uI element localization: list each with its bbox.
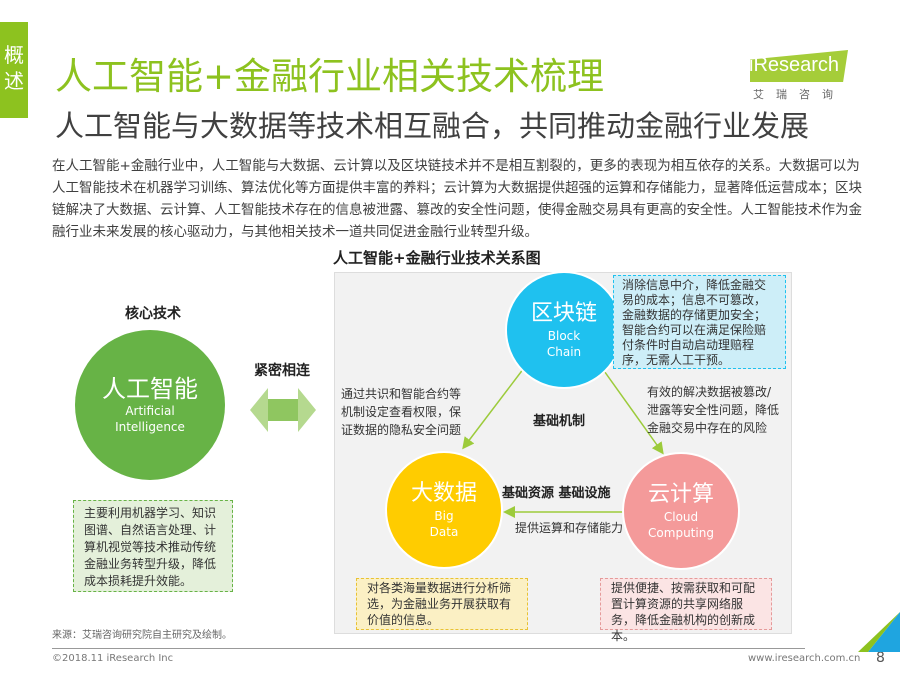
blockchain-cn: 区块链 bbox=[530, 301, 597, 326]
corner-decoration bbox=[858, 612, 900, 652]
bigdata-desc-box: 对各类海量数据进行分析筛选，为金融业务开展获取有价值的信息。 bbox=[356, 578, 528, 630]
cloud-en2: Computing bbox=[648, 526, 714, 540]
iresearch-logo: iResearch 艾瑞咨询 bbox=[745, 48, 850, 101]
intro-paragraph: 在人工智能+金融行业中，人工智能与大数据、云计算以及区块链技术并不是相互割裂的，… bbox=[52, 158, 862, 240]
section-tab: 概述 bbox=[0, 22, 28, 118]
bottom-label: 基础资源 基础设施 bbox=[502, 486, 611, 501]
logo-brand: iResearch bbox=[749, 54, 840, 76]
right-note: 有效的解决数据被篡改/泄露等安全性问题，降低金融交易中存在的风险 bbox=[647, 385, 780, 435]
logo-cn: 艾瑞咨询 bbox=[753, 88, 845, 101]
ai-en1: Artificial bbox=[125, 404, 175, 418]
page-title: 人工智能+金融行业相关技术梳理 bbox=[55, 55, 605, 98]
ai-circle: 人工智能 Artificial Intelligence bbox=[75, 330, 225, 480]
cloud-cn: 云计算 bbox=[647, 482, 714, 507]
double-arrow-icon bbox=[250, 388, 316, 432]
cloud-circle: 云计算 Cloud Computing bbox=[622, 452, 740, 570]
left-note: 通过共识和智能合约等机制设定查看权限，保证数据的隐私安全问题 bbox=[341, 387, 462, 437]
blockchain-en1: Block bbox=[547, 329, 581, 343]
arrow-blockchain-cloud bbox=[601, 367, 664, 455]
cloud-en1: Cloud bbox=[663, 510, 699, 524]
ai-en2: Intelligence bbox=[115, 420, 185, 434]
footer-url[interactable]: www.iresearch.com.cn bbox=[748, 653, 861, 664]
link-label: 紧密相连 bbox=[254, 363, 310, 379]
bigdata-en1: Big bbox=[434, 509, 454, 523]
ai-desc-box: 主要利用机器学习、知识图谱、自然语言处理、计算机视觉等技术推动传统金融业务转型升… bbox=[73, 500, 233, 592]
center-label: 基础机制 bbox=[533, 414, 586, 429]
cloud-desc-box: 提供便捷、按需获取和可配置计算资源的共享网络服务，降低金融机构的创新成本。 bbox=[600, 578, 772, 643]
blockchain-desc-box: 消除信息中介，降低金融交易的成本；信息不可篡改，金融数据的存储更加安全；智能合约… bbox=[613, 275, 786, 369]
footer-divider bbox=[52, 648, 805, 649]
bigdata-circle: 大数据 Big Data bbox=[385, 451, 503, 569]
diagram-title: 人工智能+金融行业技术关系图 bbox=[333, 249, 541, 267]
blockchain-en2: Chain bbox=[546, 345, 582, 359]
diagram-arrows bbox=[462, 367, 664, 518]
bottom-note: 提供运算和存储能力 bbox=[515, 521, 624, 535]
bigdata-en2: Data bbox=[429, 525, 459, 539]
arrow-blockchain-bigdata bbox=[462, 367, 525, 450]
source-note: 来源：艾瑞咨询研究院自主研究及绘制。 bbox=[52, 630, 232, 641]
page-subtitle: 人工智能与大数据等技术相互融合，共同推动金融行业发展 bbox=[55, 109, 810, 143]
copyright: ©2018.11 iResearch Inc bbox=[52, 653, 174, 664]
bigdata-cn: 大数据 bbox=[410, 481, 477, 506]
page-number: 8 bbox=[876, 650, 885, 666]
ai-cn: 人工智能 bbox=[102, 375, 198, 403]
core-tech-label: 核心技术 bbox=[125, 306, 181, 322]
blockchain-circle: 区块链 Block Chain bbox=[505, 271, 623, 389]
